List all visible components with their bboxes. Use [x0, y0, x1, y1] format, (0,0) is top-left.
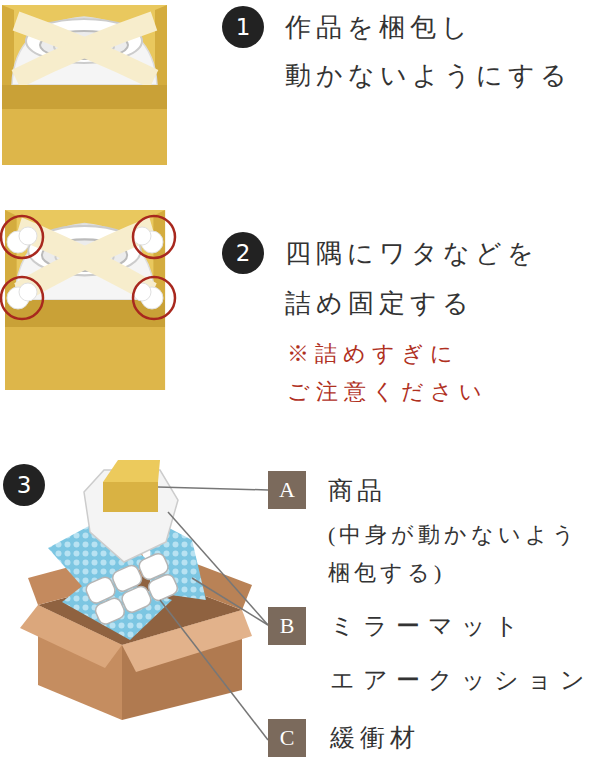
callout-letter-text: C — [280, 727, 295, 749]
part-name: 緩衝材 — [330, 721, 530, 755]
letter-square — [268, 607, 306, 645]
part-name: 商品 — [328, 474, 528, 508]
cotton-blob — [133, 227, 151, 245]
leader-line — [168, 512, 268, 625]
step-number: 2 — [222, 232, 264, 274]
wrapping-bag — [84, 470, 178, 562]
highlight-circle — [133, 277, 175, 319]
step-text: 四隅にワタなどを 詰め固定する — [285, 229, 590, 329]
cotton — [7, 227, 163, 309]
step-number-text: 1 — [236, 16, 251, 39]
callout-letter: C — [268, 719, 306, 757]
number-circle — [3, 464, 45, 506]
number-circle — [222, 232, 264, 274]
highlight-circle — [1, 216, 43, 258]
number-circle — [222, 6, 264, 48]
step1-box — [2, 5, 167, 165]
step2-box — [5, 210, 165, 390]
cushion — [146, 572, 179, 602]
highlight-circles — [1, 216, 175, 319]
cushions — [84, 551, 180, 626]
callout-letter: A — [268, 471, 306, 509]
cotton-blob — [19, 227, 37, 245]
product-front — [103, 482, 158, 512]
warning-note: ※詰めすぎに ご注意ください — [287, 335, 527, 411]
letter-square — [268, 719, 306, 757]
part-name: ミラーマット エアークッション — [330, 599, 598, 707]
step-number-text: 3 — [17, 474, 32, 497]
callout-letter-text: B — [280, 615, 295, 637]
part-note: (中身が動かないよう 梱包する) — [328, 516, 596, 592]
product-top — [103, 460, 160, 482]
step-text: 作品を梱包し 動かないようにする — [285, 4, 590, 100]
callout-letter: B — [268, 607, 306, 645]
highlight-circle — [1, 277, 43, 319]
step-number-text: 2 — [236, 242, 251, 265]
leader-lines — [158, 487, 268, 740]
step-number: 3 — [3, 464, 45, 506]
callout-letter-text: A — [279, 479, 295, 501]
leader-line — [192, 578, 268, 625]
step2-box-use — [5, 210, 165, 390]
leader-line — [160, 600, 268, 740]
step-number: 1 — [222, 6, 264, 48]
leader-line — [158, 487, 268, 490]
letter-square — [268, 471, 306, 509]
cotton-blob — [19, 283, 37, 301]
highlight-circle — [133, 216, 175, 258]
